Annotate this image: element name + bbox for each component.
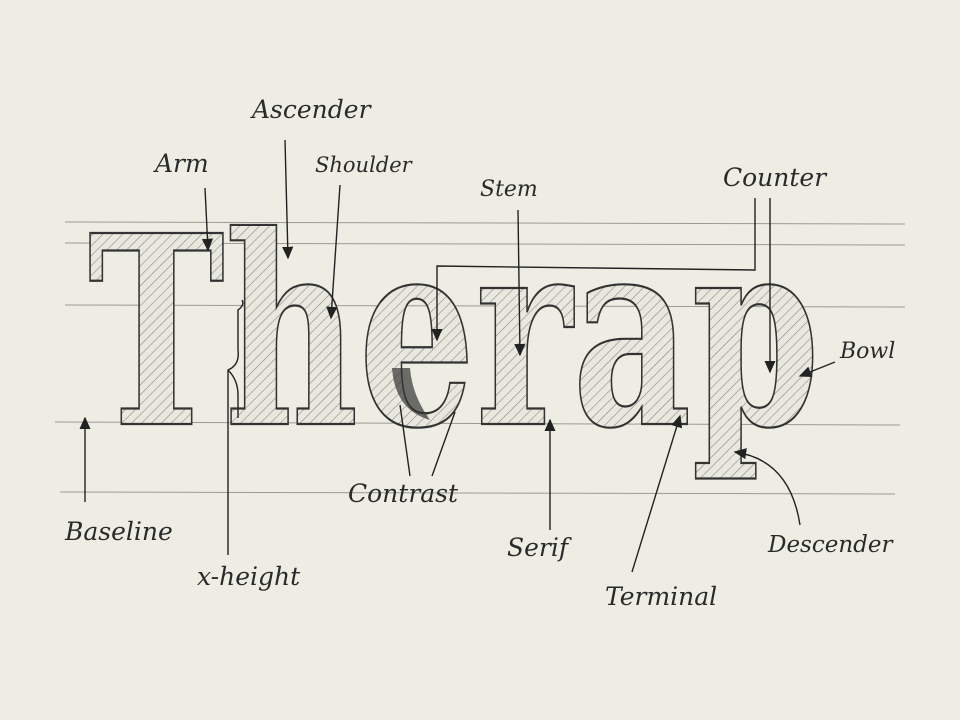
label-x-height: x-height	[197, 562, 301, 591]
label-serif: Serif	[507, 533, 572, 562]
label-bowl: Bowl	[839, 339, 895, 364]
contrast-shading	[392, 368, 430, 420]
specimen-word: Therap	[88, 178, 820, 486]
contrast-line-thick	[399, 404, 411, 477]
x-height-bracket-lower	[227, 369, 239, 418]
bowl-arrow	[798, 361, 836, 378]
label-counter: Counter	[723, 163, 828, 192]
ascender-arrow	[282, 139, 294, 260]
label-ascender: Ascender	[250, 95, 373, 124]
descender-arrow	[733, 448, 801, 526]
label-stem: Stem	[480, 177, 538, 202]
descender-guide-line	[59, 491, 896, 495]
stem-arrow	[514, 209, 526, 357]
ascender-guide-line	[64, 221, 906, 225]
baseline-guide-line	[54, 421, 901, 426]
label-shoulder: Shoulder	[315, 153, 414, 177]
terminal-arrow	[631, 414, 683, 573]
x-height-bracket	[227, 299, 244, 555]
label-arm: Arm	[153, 149, 209, 178]
contrast-line-thin	[431, 411, 456, 477]
label-terminal: Terminal	[605, 582, 717, 611]
label-descender: Descender	[767, 532, 894, 558]
label-baseline: Baseline	[64, 517, 173, 546]
label-contrast: Contrast	[348, 479, 459, 508]
counter-arrow-e	[431, 198, 756, 342]
arm-arrow	[201, 187, 214, 252]
x-height-guide-line	[64, 304, 906, 308]
shoulder-arrow	[326, 184, 341, 320]
